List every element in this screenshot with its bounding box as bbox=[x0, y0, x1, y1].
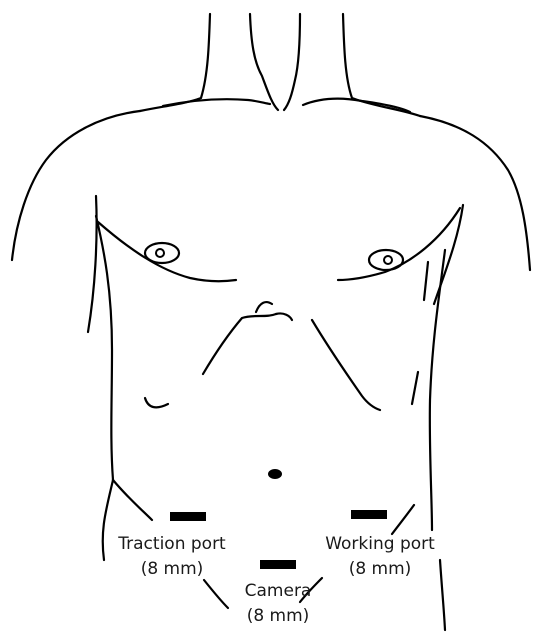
xiphoid-notch bbox=[256, 302, 272, 312]
left-pectoral-line bbox=[98, 222, 236, 281]
left-nipple-icon bbox=[156, 249, 164, 257]
neck-outline bbox=[140, 14, 420, 116]
right-shoulder-arm bbox=[420, 116, 530, 270]
left-shoulder-arm bbox=[12, 111, 140, 260]
abdomen bbox=[145, 262, 428, 479]
right-nipple-icon bbox=[384, 256, 392, 264]
working-port-label: Working port bbox=[325, 534, 435, 554]
trachea-line-right bbox=[284, 14, 300, 110]
left-nipple-outline bbox=[145, 243, 179, 263]
right-nipple-outline bbox=[369, 250, 403, 270]
working-port-marker bbox=[351, 510, 387, 519]
right-inguinal-upper bbox=[392, 505, 414, 534]
left-flank bbox=[96, 216, 113, 480]
costal-margin bbox=[203, 302, 380, 410]
left-inguinal-lower bbox=[204, 580, 228, 608]
port-labels: Traction port (8 mm) Working port (8 mm)… bbox=[117, 534, 435, 626]
right-inner-arm-line bbox=[434, 205, 463, 304]
neck-left-line bbox=[140, 14, 210, 111]
left-abdominal-curve bbox=[145, 398, 168, 407]
shoulders-and-arms bbox=[12, 111, 530, 332]
navel-icon bbox=[268, 469, 282, 479]
right-side-line-1 bbox=[424, 262, 428, 300]
camera-port-label: Camera bbox=[245, 581, 312, 601]
left-costal-margin bbox=[203, 314, 276, 374]
left-hip bbox=[103, 480, 113, 560]
working-port-size: (8 mm) bbox=[349, 559, 412, 579]
traction-port-size: (8 mm) bbox=[141, 559, 204, 579]
xiphoid-line bbox=[276, 313, 292, 320]
traction-port-label: Traction port bbox=[117, 534, 226, 554]
right-side-line-2 bbox=[412, 372, 418, 404]
right-hip bbox=[440, 560, 445, 630]
left-inguinal-upper bbox=[113, 480, 152, 520]
camera-port-size: (8 mm) bbox=[247, 606, 310, 626]
right-costal-margin bbox=[312, 320, 380, 410]
chest bbox=[98, 208, 460, 281]
left-clavicle bbox=[163, 99, 270, 106]
camera-port-marker bbox=[260, 560, 296, 569]
traction-port-marker bbox=[170, 512, 206, 521]
trachea-line-left bbox=[250, 14, 278, 110]
